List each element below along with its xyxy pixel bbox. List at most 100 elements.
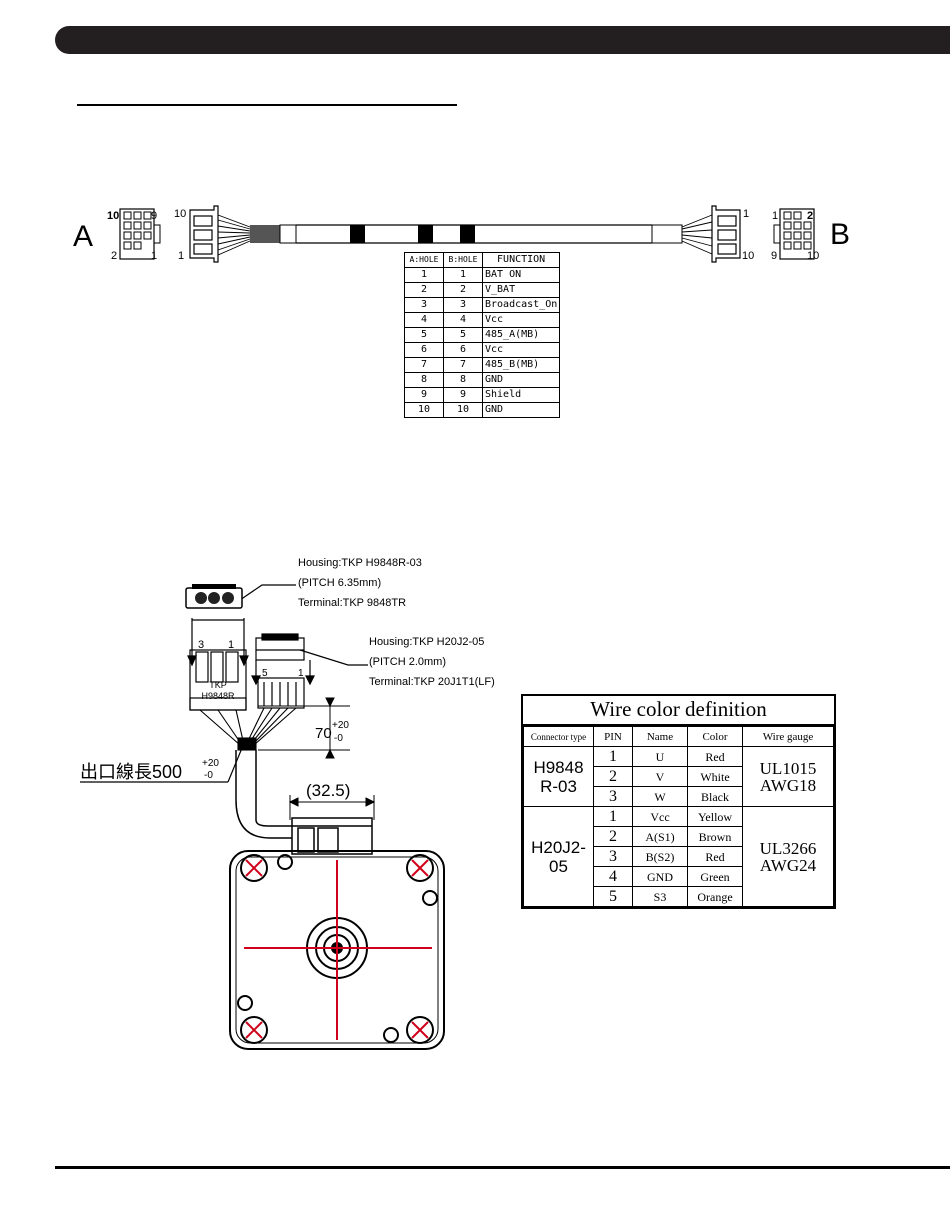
- header-b-hole: B:HOLE: [443, 252, 483, 268]
- connector-face-b: [773, 208, 815, 260]
- wire-name: V: [632, 766, 688, 787]
- function: Vcc: [481, 342, 561, 358]
- header-name: Name: [632, 726, 688, 747]
- dim-32-5: [288, 795, 376, 820]
- wire-color: Red: [687, 746, 743, 767]
- wires-b: [681, 214, 713, 255]
- wires-a: [217, 214, 251, 256]
- wire-color: Brown: [687, 826, 743, 847]
- function: Broadcast_On: [481, 297, 561, 313]
- a-hole: 8: [404, 372, 444, 388]
- motor-cable: [235, 750, 292, 839]
- ferrule-b: [651, 224, 683, 244]
- wire-name: GND: [632, 866, 688, 887]
- b-hole: 7: [443, 357, 483, 373]
- b-hole: 8: [443, 372, 483, 388]
- motor-wires: [199, 707, 297, 751]
- header-function: FUNCTION: [481, 252, 561, 268]
- plug-a: [189, 205, 219, 263]
- function: GND: [481, 402, 561, 418]
- housing2-connector: [251, 633, 315, 709]
- a-hole: 1: [404, 267, 444, 283]
- end-a-label: A: [73, 220, 94, 253]
- pin-b-bottom-right: 10: [807, 250, 819, 262]
- a-hole: 10: [404, 402, 444, 418]
- a-hole: 3: [404, 297, 444, 313]
- pin-a-bottom-left: 2: [111, 250, 117, 262]
- gauge-line1: UL3266: [759, 838, 817, 858]
- wire-name: B(S2): [632, 846, 688, 867]
- connector-line2: 05: [549, 856, 568, 876]
- b-hole: 6: [443, 342, 483, 358]
- wire-name: U: [632, 746, 688, 767]
- table-row: 2 A(S1) Brown: [524, 826, 834, 847]
- motor-drawing: 3 1 TKP H9848R 5 1 70 +20 -0 出口線長500 +20…: [80, 584, 445, 1050]
- table-row: 4 GND Green: [524, 866, 834, 887]
- housing1-pin-3: 3: [198, 639, 204, 651]
- b-hole: 4: [443, 312, 483, 328]
- wire-table-title: Wire color definition: [523, 696, 834, 726]
- plug-b: [711, 205, 741, 263]
- housing2-line2: (PITCH 2.0mm): [369, 656, 446, 668]
- wire-name: Vcc: [632, 806, 688, 827]
- housing1-pin-1: 1: [228, 639, 234, 651]
- function: 485_A(MB): [481, 327, 561, 343]
- pin-a-top-left: 10: [107, 210, 119, 222]
- connector-label-line2: H9848R: [201, 691, 235, 701]
- dim-width-value: (32.5): [306, 781, 350, 800]
- wire-color: Orange: [687, 886, 743, 907]
- wire-bundle-a: [250, 225, 280, 243]
- connector-line1: H20J2-: [531, 837, 586, 857]
- connector-line2: R-03: [540, 776, 577, 796]
- pin: 3: [593, 846, 633, 867]
- b-hole: 5: [443, 327, 483, 343]
- end-b-label: B: [830, 218, 851, 251]
- outlet-length-value: 出口線長500: [80, 762, 182, 782]
- connector-line1: H9848: [533, 757, 584, 777]
- housing2-note: Housing:TKP H20J2-05 (PITCH 2.0mm) Termi…: [369, 632, 495, 692]
- connector-face-a: [119, 208, 161, 260]
- pin-a-bottom-right: 1: [151, 250, 157, 262]
- housing1-connector: [187, 618, 249, 711]
- wire-color: Black: [687, 786, 743, 807]
- housing2-pin-1: 1: [298, 668, 304, 679]
- pin: 1: [593, 746, 633, 767]
- plug-b-top-pin: 1: [743, 208, 749, 220]
- connector-h20j2: H20J2- 05: [523, 806, 594, 907]
- housing2-pin-5: 5: [262, 668, 268, 679]
- function: 485_B(MB): [481, 357, 561, 373]
- table-row: H9848 R-03 1 U Red UL1015 AWG18: [523, 746, 834, 807]
- pin: 2: [593, 826, 633, 847]
- wire-table-header: Connector type PIN Name Color Wire gauge: [523, 726, 834, 747]
- wire-color: Yellow: [687, 806, 743, 827]
- b-hole: 2: [443, 282, 483, 298]
- pin-b-top-right: 2: [807, 210, 813, 222]
- gauge-line2: AWG18: [759, 775, 817, 795]
- header-connector-type: Connector type: [523, 726, 594, 747]
- table-row: 2 V White: [524, 766, 834, 787]
- connector-label-line1: TKP: [209, 680, 227, 690]
- housing1-note: Housing:TKP H9848R-03 (PITCH 6.35mm) Ter…: [298, 553, 422, 613]
- pin: 1: [593, 806, 633, 827]
- gauge-ul1015: UL1015 AWG18: [742, 746, 834, 807]
- b-hole: 9: [443, 387, 483, 403]
- wire-color: White: [687, 766, 743, 787]
- motor-terminal-box: [291, 817, 373, 855]
- plug-a-top-pin: 10: [174, 208, 186, 220]
- pin: 5: [593, 886, 633, 907]
- wire-color: Green: [687, 866, 743, 887]
- gauge-ul3266: UL3266 AWG24: [742, 806, 834, 907]
- housing1-icon: [185, 584, 243, 609]
- outlet-length-plus: +20: [202, 758, 219, 769]
- function: V_BAT: [481, 282, 561, 298]
- housing1-line3: Terminal:TKP 9848TR: [298, 597, 407, 609]
- a-hole: 6: [404, 342, 444, 358]
- plug-a-bottom-pin: 1: [178, 250, 184, 262]
